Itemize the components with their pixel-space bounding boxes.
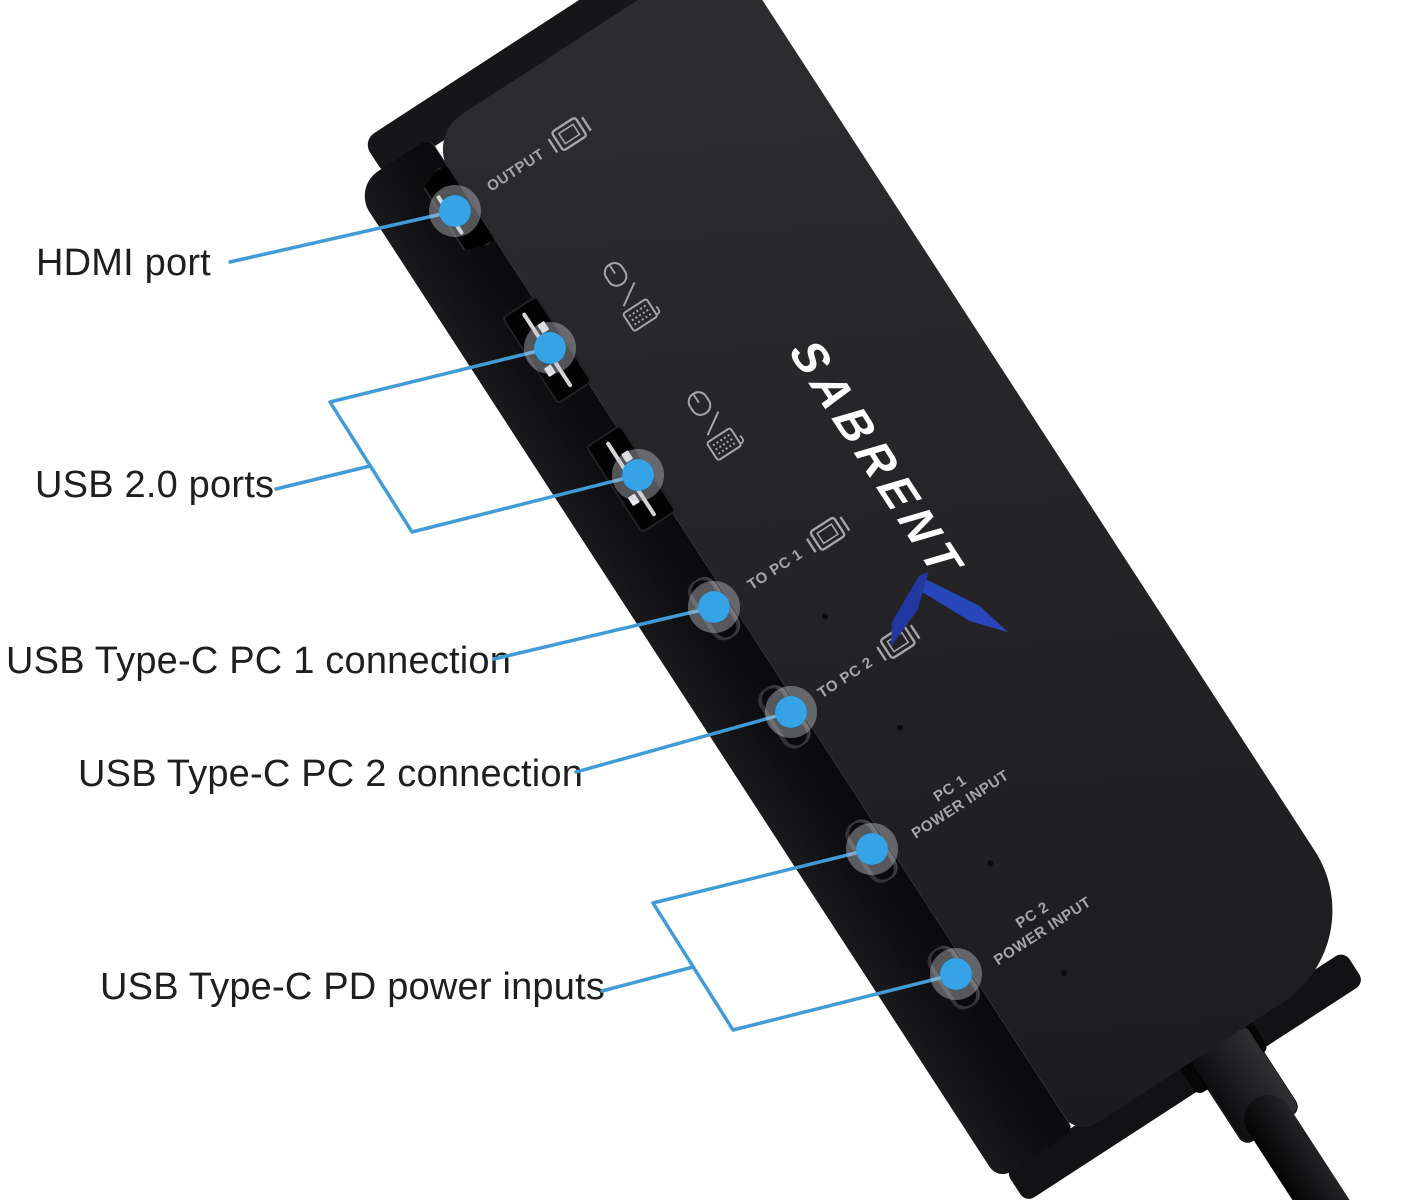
mouse-keyboard-icon: [603, 262, 661, 332]
keyboard-icon: [622, 298, 661, 332]
pc1-power-input-label: PC 1 POWER INPUT: [898, 750, 1013, 843]
marking-to-pc-2: TO PC 2: [773, 571, 964, 753]
marking-usb2-mouse-keyboard: [618, 334, 809, 516]
to-pc-2-label: TO PC 2: [814, 653, 876, 702]
pc2-power-input-label: PC 2 POWER INPUT: [980, 877, 1095, 970]
usb-a-contact: [621, 450, 634, 463]
logo-swoosh-icon: [891, 571, 1009, 647]
usb-a-contact: [627, 493, 640, 507]
slash-icon: [706, 411, 720, 436]
label-pd-power: USB Type-C PD power inputs: [100, 966, 606, 1008]
callout-line-usb2: [274, 464, 372, 491]
label-usb2-ports: USB 2.0 ports: [35, 464, 275, 506]
callout-line-pd: [600, 965, 695, 993]
mouse-icon: [687, 391, 712, 416]
marking-hdmi-output: OUTPUT: [443, 64, 634, 246]
usb-a-contact: [543, 364, 557, 378]
monitor-icon: [805, 516, 850, 554]
label-hdmi-port: HDMI port: [36, 242, 211, 284]
mouse-icon: [603, 262, 628, 287]
marking-usb1-mouse-keyboard: [535, 205, 726, 387]
brand-logo: SABRENT: [765, 319, 1047, 687]
to-pc-1-label: TO PC 1: [744, 545, 806, 594]
slash-icon: [622, 281, 636, 307]
keyboard-icon: [706, 427, 745, 461]
mouse-keyboard-icon: [687, 391, 745, 461]
monitor-icon: [875, 624, 921, 662]
attached-cable: [1235, 1085, 1416, 1200]
usb-a-contact: [537, 320, 550, 334]
monitor-icon: [547, 116, 592, 154]
label-usb-c-pc1: USB Type-C PC 1 connection: [6, 640, 512, 682]
marking-to-pc-1: TO PC 1: [702, 463, 893, 645]
hdmi-output-label: OUTPUT: [483, 145, 548, 195]
label-usb-c-pc2: USB Type-C PC 2 connection: [78, 753, 584, 795]
